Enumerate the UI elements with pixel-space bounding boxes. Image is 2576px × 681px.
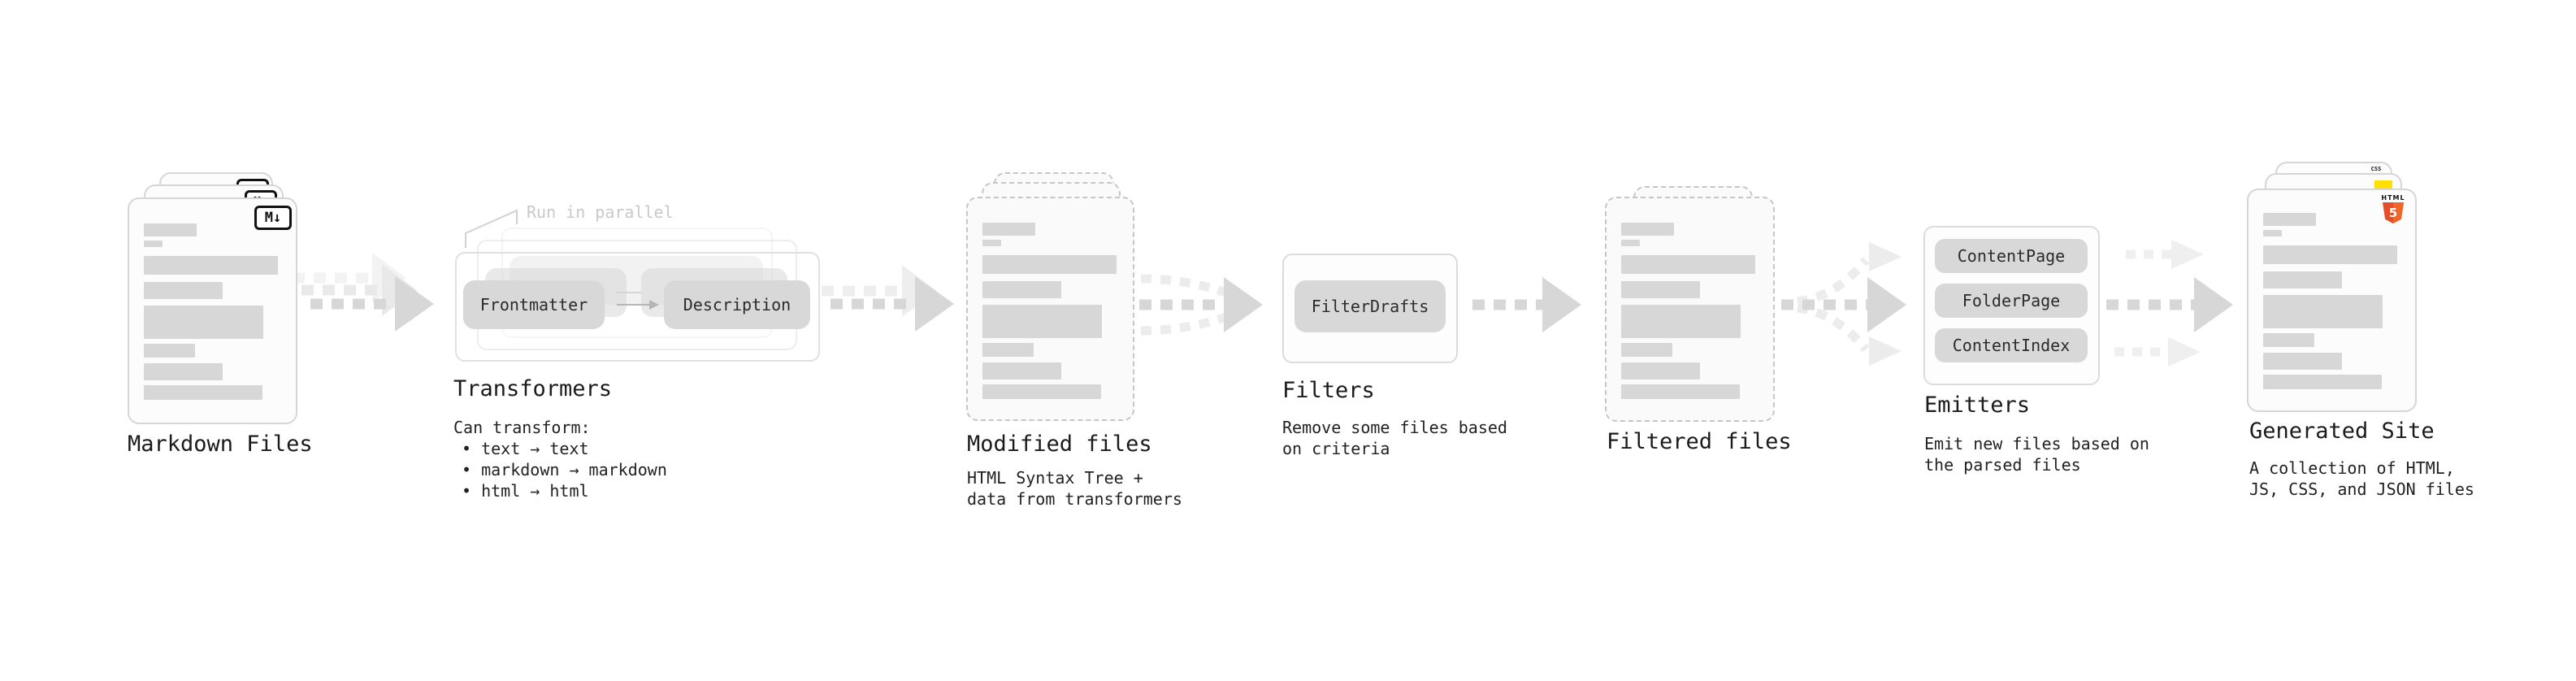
emitter-pill-content-page: ContentPage [1935, 239, 2088, 273]
filtered-files-label: Filtered files [1607, 429, 1792, 454]
run-in-parallel-note: Run in parallel [527, 202, 674, 222]
arrow-filters-to-filtered [1472, 277, 1581, 332]
transformer-input-pill: Frontmatter [463, 280, 605, 329]
transformer-output-pill: Description [664, 280, 810, 329]
transformers-desc-title: Can transform: [453, 418, 591, 437]
transformers-label: Transformers [453, 376, 613, 401]
arrow-emitters-to-generated [2106, 240, 2233, 367]
javascript-icon [2374, 180, 2392, 191]
html5-icon: HTML 5 [2381, 194, 2405, 223]
markdown-files-label: Markdown Files [128, 432, 313, 457]
document-content-bars [1621, 223, 1755, 399]
pill-flow-arrow [617, 300, 659, 310]
emitters-box: ContentPage FolderPage ContentIndex [1923, 226, 2100, 385]
emitters-label: Emitters [1924, 393, 2031, 418]
modified-files-label: Modified files [967, 432, 1152, 457]
transformers-bullet: • html → html [462, 481, 589, 501]
arrow-transformers-to-modified [822, 265, 954, 332]
markdown-file-icon: M↓ [254, 206, 292, 230]
filter-pill: FilterDrafts [1295, 280, 1446, 332]
document-content-bars [982, 223, 1117, 399]
markdown-file-card: M↓ [128, 197, 297, 424]
emitter-pill-content-index: ContentIndex [1935, 328, 2088, 362]
generated-site-description: A collection of HTML, JS, CSS, and JSON … [2249, 458, 2474, 499]
transformer-layer-front: Frontmatter Description [455, 252, 820, 362]
generated-html-file-card: HTML 5 [2247, 189, 2417, 412]
emitter-pill-folder-page: FolderPage [1935, 284, 2088, 318]
document-content-bars [144, 223, 278, 400]
modified-files-description: HTML Syntax Tree + data from transformer… [967, 468, 1182, 509]
transformers-description: Can transform: • text → text • markdown … [453, 417, 667, 501]
run-in-parallel-callout-line [465, 209, 518, 248]
modified-file-card [966, 197, 1134, 421]
filtered-file-card [1605, 197, 1775, 422]
transformers-bullet: • text → text [462, 439, 589, 458]
arrow-markdown-to-transformers [293, 253, 434, 332]
transformers-bullet: • markdown → markdown [462, 460, 667, 479]
filters-label: Filters [1282, 378, 1375, 403]
document-content-bars [2263, 213, 2397, 389]
filters-box: FilterDrafts [1282, 254, 1458, 363]
generated-site-label: Generated Site [2249, 419, 2435, 444]
filters-description: Remove some files based on criteria [1282, 418, 1507, 458]
arrow-modified-to-filters [1139, 274, 1263, 336]
emitters-description: Emit new files based on the parsed files [1924, 434, 2149, 475]
arrow-filtered-to-emitters [1781, 242, 1906, 366]
